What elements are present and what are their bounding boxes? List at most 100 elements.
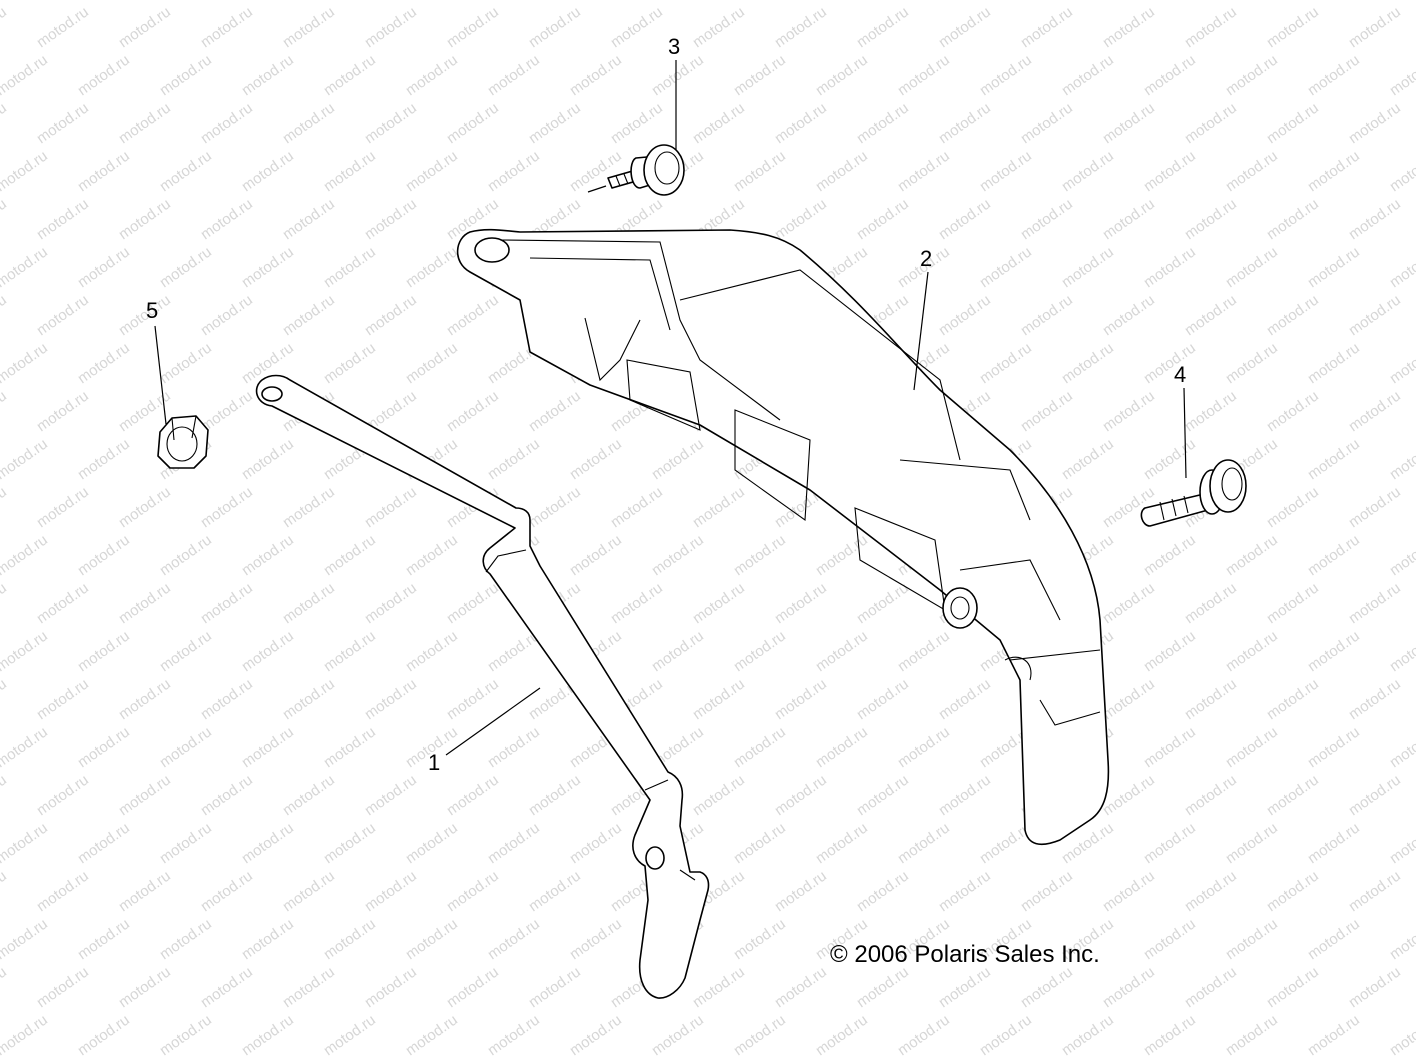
watermark-text: motod.ru xyxy=(1346,675,1404,723)
watermark-text: motod.ru xyxy=(1018,291,1076,339)
watermark-text: motod.ru xyxy=(1305,51,1363,99)
watermark-text: motod.ru xyxy=(444,99,502,147)
watermark-text: motod.ru xyxy=(1018,867,1076,915)
watermark-text: motod.ru xyxy=(0,1011,51,1059)
watermark-text: motod.ru xyxy=(239,243,297,291)
watermark-text: motod.ru xyxy=(1346,771,1404,819)
watermark-text: motod.ru xyxy=(198,3,256,51)
part-5-hex-nut xyxy=(157,415,209,469)
watermark-text: motod.ru xyxy=(0,387,10,435)
watermark-text: motod.ru xyxy=(690,99,748,147)
watermark-text: motod.ru xyxy=(34,3,92,51)
watermark-text: motod.ru xyxy=(34,195,92,243)
watermark-text: motod.ru xyxy=(813,627,871,675)
watermark-text: motod.ru xyxy=(1346,579,1404,627)
watermark-text: motod.ru xyxy=(1305,1011,1363,1059)
watermark-text: motod.ru xyxy=(116,579,174,627)
watermark-text: motod.ru xyxy=(731,51,789,99)
watermark-text: motod.ru xyxy=(1018,387,1076,435)
watermark-text: motod.ru xyxy=(403,627,461,675)
watermark-text: motod.ru xyxy=(526,867,584,915)
watermark-text: motod.ru xyxy=(1141,915,1199,963)
watermark-text: motod.ru xyxy=(567,51,625,99)
watermark-text: motod.ru xyxy=(813,723,871,771)
watermark-text: motod.ru xyxy=(239,819,297,867)
watermark-text: motod.ru xyxy=(895,1011,953,1059)
watermark-text: motod.ru xyxy=(0,195,10,243)
watermark-text: motod.ru xyxy=(731,0,789,3)
watermark-text: motod.ru xyxy=(198,195,256,243)
part-3-flange-bolt xyxy=(587,144,685,196)
watermark-text: motod.ru xyxy=(0,435,51,483)
watermark-text: motod.ru xyxy=(362,3,420,51)
watermark-text: motod.ru xyxy=(444,963,502,1011)
watermark-text: motod.ru xyxy=(1223,147,1281,195)
watermark-text: motod.ru xyxy=(321,147,379,195)
watermark-text: motod.ru xyxy=(649,435,707,483)
watermark-text: motod.ru xyxy=(772,771,830,819)
watermark-text: motod.ru xyxy=(1387,915,1416,963)
watermark-text: motod.ru xyxy=(526,3,584,51)
watermark-text: motod.ru xyxy=(731,627,789,675)
watermark-text: motod.ru xyxy=(608,3,666,51)
part-4-flange-bolt xyxy=(1140,459,1247,527)
watermark-text: motod.ru xyxy=(403,243,461,291)
watermark-text: motod.ru xyxy=(854,195,912,243)
watermark-text: motod.ru xyxy=(75,51,133,99)
watermark-text: motod.ru xyxy=(772,195,830,243)
watermark-text: motod.ru xyxy=(444,771,502,819)
watermark-text: motod.ru xyxy=(239,915,297,963)
watermark-text: motod.ru xyxy=(1141,147,1199,195)
watermark-text: motod.ru xyxy=(0,243,51,291)
watermark-text: motod.ru xyxy=(731,147,789,195)
watermark-text: motod.ru xyxy=(772,579,830,627)
watermark-text: motod.ru xyxy=(567,915,625,963)
watermark-text: motod.ru xyxy=(1264,3,1322,51)
watermark-text: motod.ru xyxy=(321,1011,379,1059)
watermark-text: motod.ru xyxy=(198,483,256,531)
watermark-text: motod.ru xyxy=(280,675,338,723)
watermark-text: motod.ru xyxy=(403,147,461,195)
watermark-text: motod.ru xyxy=(403,531,461,579)
watermark-text: motod.ru xyxy=(157,915,215,963)
watermark-text: motod.ru xyxy=(1346,195,1404,243)
watermark-text: motod.ru xyxy=(1223,819,1281,867)
watermark-text: motod.ru xyxy=(34,771,92,819)
watermark-text: motod.ru xyxy=(1182,291,1240,339)
watermark-text: motod.ru xyxy=(362,963,420,1011)
watermark-text: motod.ru xyxy=(1141,243,1199,291)
watermark-text: motod.ru xyxy=(1305,243,1363,291)
watermark-text: motod.ru xyxy=(1100,387,1158,435)
watermark-text: motod.ru xyxy=(1141,627,1199,675)
watermark-text: motod.ru xyxy=(1305,0,1363,3)
watermark-text: motod.ru xyxy=(403,1011,461,1059)
watermark-text: motod.ru xyxy=(649,627,707,675)
watermark-text: motod.ru xyxy=(75,339,133,387)
watermark-text: motod.ru xyxy=(567,819,625,867)
watermark-text: motod.ru xyxy=(362,771,420,819)
watermark-text: motod.ru xyxy=(75,0,133,3)
watermark-text: motod.ru xyxy=(567,147,625,195)
watermark-text: motod.ru xyxy=(198,771,256,819)
watermark-text: motod.ru xyxy=(526,771,584,819)
watermark-text: motod.ru xyxy=(1141,0,1199,3)
watermark-text: motod.ru xyxy=(403,339,461,387)
watermark-text: motod.ru xyxy=(444,3,502,51)
watermark-text: motod.ru xyxy=(895,51,953,99)
watermark-text: motod.ru xyxy=(116,291,174,339)
watermark-text: motod.ru xyxy=(1387,339,1416,387)
watermark-text: motod.ru xyxy=(1264,99,1322,147)
watermark-text: motod.ru xyxy=(1264,771,1322,819)
watermark-text: motod.ru xyxy=(1223,0,1281,3)
watermark-text: motod.ru xyxy=(116,3,174,51)
watermark-text: motod.ru xyxy=(567,531,625,579)
callout-4: 4 xyxy=(1174,362,1186,387)
watermark-text: motod.ru xyxy=(526,483,584,531)
watermark-text: motod.ru xyxy=(34,675,92,723)
watermark-text: motod.ru xyxy=(649,531,707,579)
watermark-text: motod.ru xyxy=(485,723,543,771)
watermark-text: motod.ru xyxy=(0,483,10,531)
watermark-text: motod.ru xyxy=(239,723,297,771)
leader-1 xyxy=(445,687,541,756)
